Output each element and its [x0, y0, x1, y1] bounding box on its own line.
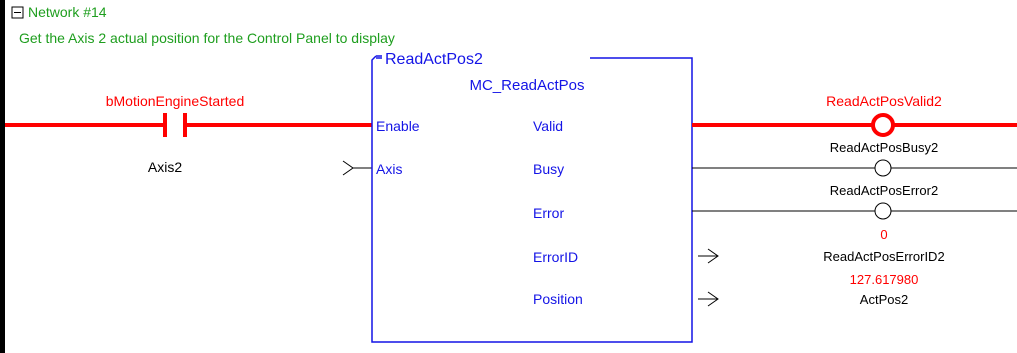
function-block-instance-name[interactable]: ReadActPos2 [385, 51, 483, 68]
function-block-type-name: MC_ReadActPos [469, 77, 584, 94]
errorid-output: 0 ReadActPosErrorID2 [698, 227, 945, 264]
output-pin-position: Position [533, 291, 583, 307]
left-power-rail [0, 0, 5, 353]
axis-variable-label[interactable]: Axis2 [148, 159, 182, 175]
errorid-variable[interactable]: ReadActPosErrorID2 [823, 249, 944, 264]
function-block-frame [371, 55, 693, 343]
position-live-value: 127.617980 [850, 272, 919, 287]
output-pin-valid: Valid [533, 118, 563, 134]
busy-coil-variable[interactable]: ReadActPosBusy2 [830, 140, 938, 155]
error-coil[interactable] [874, 202, 892, 220]
collapse-network-icon[interactable] [11, 6, 24, 19]
output-pin-errorid: ErrorID [533, 249, 578, 265]
axis-input: Axis2 [148, 159, 372, 176]
valid-output-rung: ReadActPosValid2 [692, 93, 1017, 137]
valid-coil[interactable] [871, 113, 895, 137]
error-coil-variable[interactable]: ReadActPosError2 [830, 183, 938, 198]
output-pin-error: Error [533, 205, 564, 221]
network-title: Network #14 [28, 4, 107, 20]
position-variable[interactable]: ActPos2 [860, 292, 908, 307]
busy-coil[interactable] [874, 159, 892, 177]
contact-variable-label[interactable]: bMotionEngineStarted [106, 93, 245, 109]
position-output: 127.617980 ActPos2 [698, 272, 918, 307]
function-block[interactable]: ReadActPos2 MC_ReadActPos Enable Axis Va… [371, 51, 693, 343]
busy-output-rung: ReadActPosBusy2 [692, 140, 1017, 177]
network-comment: Get the Axis 2 actual position for the C… [19, 30, 395, 46]
valid-coil-variable[interactable]: ReadActPosValid2 [826, 93, 942, 109]
errorid-output-arrow-icon [698, 248, 719, 264]
no-contact[interactable] [163, 113, 187, 137]
input-pin-enable: Enable [376, 118, 420, 134]
network-header: Network #14 Get the Axis 2 actual positi… [11, 4, 395, 46]
enable-rung: bMotionEngineStarted [5, 93, 372, 137]
input-pin-axis: Axis [376, 161, 402, 177]
axis-input-arrow-icon [342, 160, 372, 176]
errorid-live-value: 0 [880, 227, 887, 242]
error-output-rung: ReadActPosError2 [692, 183, 1017, 220]
output-pin-busy: Busy [533, 161, 564, 177]
position-output-arrow-icon [698, 291, 719, 307]
